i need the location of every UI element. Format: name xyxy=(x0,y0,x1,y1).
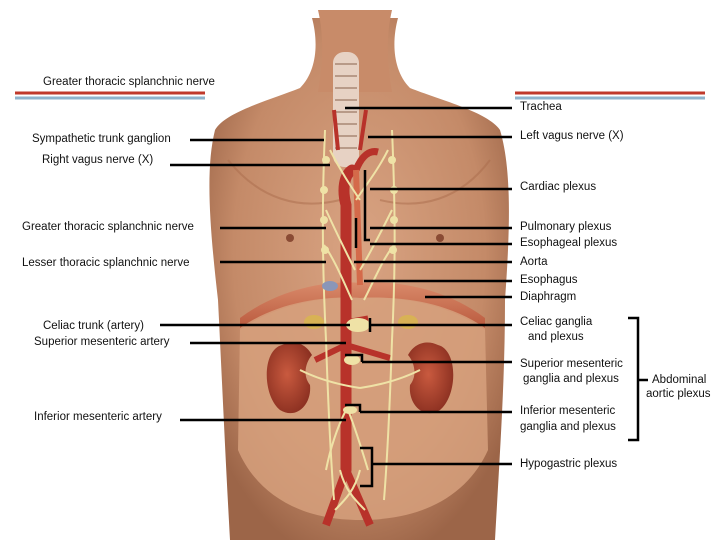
label-superior-mesenteric-artery: Superior mesenteric artery xyxy=(34,336,170,348)
celiac-ganglion xyxy=(346,318,370,332)
esophagus-shape xyxy=(353,169,363,286)
label-superior-mesenteric-line2: ganglia and plexus xyxy=(523,373,619,385)
label-right-vagus-nerve: Right vagus nerve (X) xyxy=(42,154,154,166)
label-esophageal-plexus: Esophageal plexus xyxy=(520,237,618,249)
adrenal-left xyxy=(398,315,418,329)
label-superior-mesenteric-line1: Superior mesenteric xyxy=(520,358,623,370)
label-inferior-mesenteric-artery: Inferior mesenteric artery xyxy=(34,411,162,423)
nipple-left xyxy=(436,234,444,242)
label-pulmonary-plexus: Pulmonary plexus xyxy=(520,221,612,233)
label-greater-thoracic-splanchnic-nerve: Greater thoracic splanchnic nerve xyxy=(22,221,194,233)
nipple-right xyxy=(286,234,294,242)
leader-lines-left xyxy=(160,138,350,422)
label-hypogastric-plexus: Hypogastric plexus xyxy=(520,458,618,470)
label-trachea: Trachea xyxy=(520,101,562,113)
kidney-right xyxy=(266,342,312,414)
label-celiac-ganglia-line1: Celiac ganglia xyxy=(520,316,593,328)
label-left-vagus-nerve: Left vagus nerve (X) xyxy=(520,130,624,142)
superior-mesenteric-ganglion xyxy=(344,355,360,365)
label-abdominal-aortic-plexus-line1: Abdominal xyxy=(652,374,707,386)
nerve-network xyxy=(299,129,421,511)
esophageal-hiatus xyxy=(322,281,338,291)
adrenal-right xyxy=(304,315,324,329)
label-inferior-mesenteric-line1: Inferior mesenteric xyxy=(520,405,616,417)
label-cardiac-plexus: Cardiac plexus xyxy=(520,181,597,193)
label-celiac-trunk: Celiac trunk (artery) xyxy=(43,320,144,332)
label-lesser-thoracic-splanchnic-nerve: Lesser thoracic splanchnic nerve xyxy=(22,257,190,269)
leader-lines-right xyxy=(345,106,648,488)
label-celiac-ganglia-line2: and plexus xyxy=(528,331,584,343)
inferior-mesenteric-ganglion xyxy=(343,406,357,414)
label-inferior-mesenteric-line2: ganglia and plexus xyxy=(520,421,616,433)
label-diaphragm: Diaphragm xyxy=(520,291,577,303)
label-aorta: Aorta xyxy=(520,256,548,268)
kidney-left xyxy=(408,342,454,414)
label-esophagus: Esophagus xyxy=(520,274,578,286)
header-title: Greater thoracic splanchnic nerve xyxy=(43,76,215,88)
diaphragm xyxy=(240,282,485,330)
pectoral-shading xyxy=(227,159,341,205)
label-sympathetic-trunk-ganglion: Sympathetic trunk ganglion xyxy=(32,133,171,145)
label-abdominal-aortic-plexus-line2: aortic plexus xyxy=(646,388,711,400)
